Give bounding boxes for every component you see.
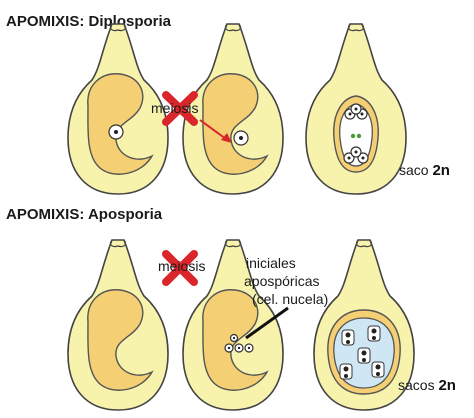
ovule-apo-2	[182, 239, 284, 411]
red-arrow-icon	[199, 119, 232, 143]
section-title-diplosporia: APOMIXIS: Diplosporia	[6, 13, 172, 30]
section-title-aposporia: APOMIXIS: Aposporia	[6, 206, 163, 223]
ovule-apo-1	[67, 239, 169, 411]
ovule-diplo-2	[182, 23, 284, 195]
meiosis-label-1: meiosis	[151, 100, 198, 116]
result-label-diplo: saco 2n	[399, 162, 450, 179]
ovule-diplo-3	[305, 23, 407, 195]
cross-x-icon	[162, 91, 198, 126]
sac-cluster	[339, 325, 385, 380]
annotation-line-1: iniciales	[246, 255, 296, 271]
cross-x-icon	[162, 250, 198, 286]
annotation-line-2: apospóricas	[244, 273, 320, 289]
pointer-line-icon	[245, 306, 289, 340]
embryo-sac	[339, 103, 373, 167]
ovule-diplo-1	[67, 23, 169, 195]
annotation-line-3: (cel. nucela)	[252, 291, 328, 307]
result-label-apo: sacos 2n	[398, 377, 456, 394]
meiosis-label-2: meiosis	[158, 258, 205, 274]
ovule-apo-3	[313, 239, 415, 411]
